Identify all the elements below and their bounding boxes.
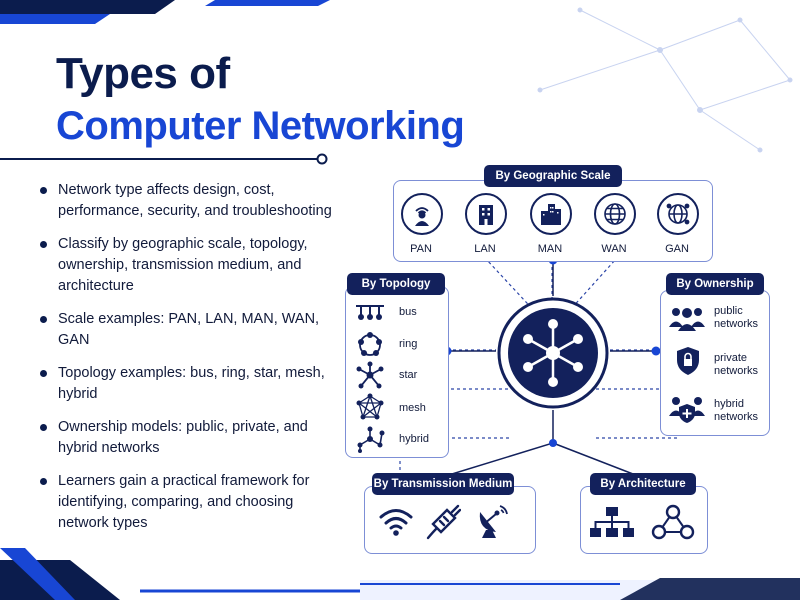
bullet-item: Ownership models: public, private, and h… xyxy=(40,417,340,459)
geo-label-wan: WAN xyxy=(601,243,627,255)
page-title-line1: Types of xyxy=(56,49,230,98)
people-shield-icon xyxy=(669,397,705,423)
ownership-label-private: private networks xyxy=(714,352,759,377)
geo-label-lan: LAN xyxy=(474,243,496,255)
bullet-item: Topology examples: bus, ring, star, mesh… xyxy=(40,363,340,405)
city-icon xyxy=(530,193,572,235)
peer-to-peer-icon xyxy=(651,504,695,540)
architecture-box xyxy=(580,486,708,554)
global-network-icon xyxy=(657,193,699,235)
bullet-item: Classify by geographic scale, topology, … xyxy=(40,234,340,297)
topology-label-bus: bus xyxy=(399,306,417,318)
bullet-item: Learners gain a practical framework for … xyxy=(40,471,340,534)
ring-topology-icon xyxy=(358,332,382,356)
people-group-icon xyxy=(669,308,705,331)
wifi-icon xyxy=(379,509,413,536)
bullet-list: Network type affects design, cost, perfo… xyxy=(40,180,340,546)
geographic-scale-title: By Geographic Scale xyxy=(484,165,622,187)
architecture-title: By Architecture xyxy=(590,473,696,495)
hierarchy-icon xyxy=(590,507,634,537)
person-wifi-icon xyxy=(401,193,443,235)
ownership-title: By Ownership xyxy=(666,273,764,295)
ownership-label-public: public networks xyxy=(714,305,759,330)
mesh-topology-icon xyxy=(356,393,384,420)
transmission-medium-title: By Transmission Medium xyxy=(372,473,514,495)
bullet-item: Scale examples: PAN, LAN, MAN, WAN, GAN xyxy=(40,309,340,351)
geo-label-gan: GAN xyxy=(665,243,689,255)
topology-label-ring: ring xyxy=(399,338,418,350)
bullet-item: Network type affects design, cost, perfo… xyxy=(40,180,340,222)
network-hub-icon xyxy=(497,297,609,409)
geo-label-man: MAN xyxy=(537,243,563,255)
bus-topology-icon xyxy=(356,305,384,320)
topology-label-hybrid: hybrid xyxy=(399,433,429,445)
star-topology-icon xyxy=(356,361,384,389)
globe-icon xyxy=(594,193,636,235)
topology-label-mesh: mesh xyxy=(399,402,426,414)
topology-title: By Topology xyxy=(347,273,445,295)
ownership-label-hybrid: hybrid networks xyxy=(714,398,759,423)
page-title-line2: Computer Networking xyxy=(56,104,465,148)
topology-label-star: star xyxy=(399,369,418,381)
hybrid-topology-icon xyxy=(357,426,385,453)
geo-label-pan: PAN xyxy=(410,243,432,255)
satellite-dish-icon xyxy=(479,505,508,538)
cable-connector-icon xyxy=(426,504,461,540)
building-icon xyxy=(465,193,507,235)
shield-lock-icon xyxy=(677,347,699,375)
